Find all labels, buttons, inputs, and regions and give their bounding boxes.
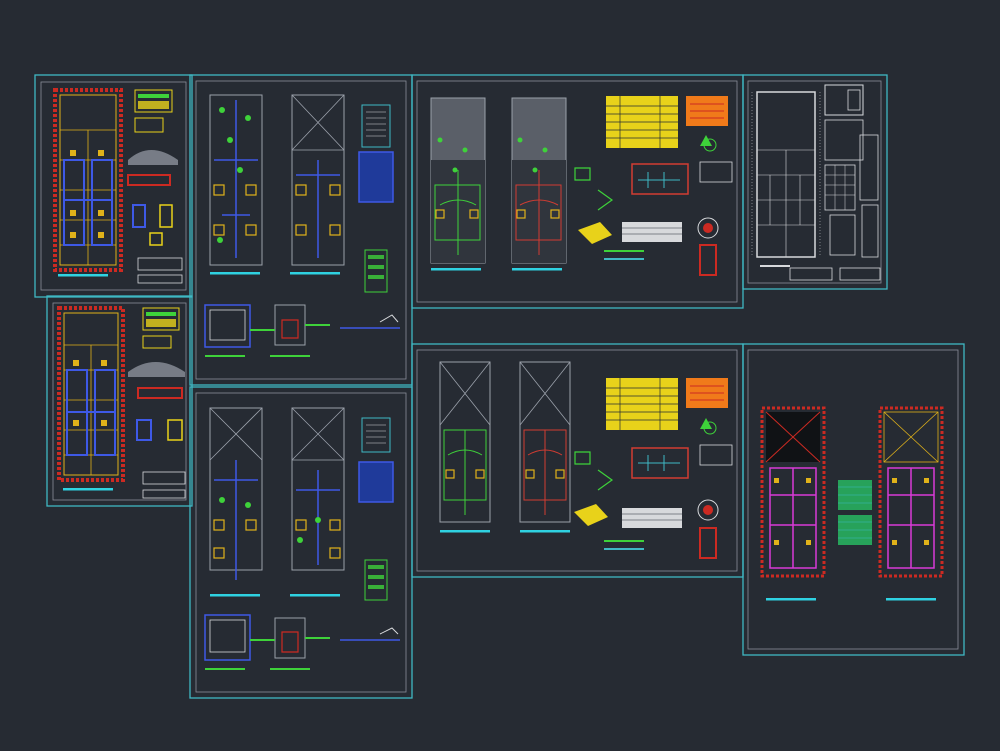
sheet-frames bbox=[34, 74, 965, 699]
sheet-6-electrical bbox=[439, 361, 733, 559]
sheet-2-plan bbox=[57, 306, 186, 499]
sheet-8-structural bbox=[760, 406, 944, 601]
sheet-inner-frames bbox=[40, 80, 959, 693]
sheet-3-water bbox=[204, 94, 400, 357]
sheet-2-frame[interactable] bbox=[46, 295, 193, 507]
sheet-4-water bbox=[204, 407, 400, 670]
sheet-5-electrical bbox=[430, 96, 733, 276]
sheet-7-architecture bbox=[751, 84, 881, 281]
sheet-1-frame[interactable] bbox=[34, 74, 193, 298]
sheet-7-frame[interactable] bbox=[742, 74, 888, 290]
sheet-1-plan bbox=[53, 88, 183, 284]
sheet-8-frame[interactable] bbox=[742, 343, 965, 656]
